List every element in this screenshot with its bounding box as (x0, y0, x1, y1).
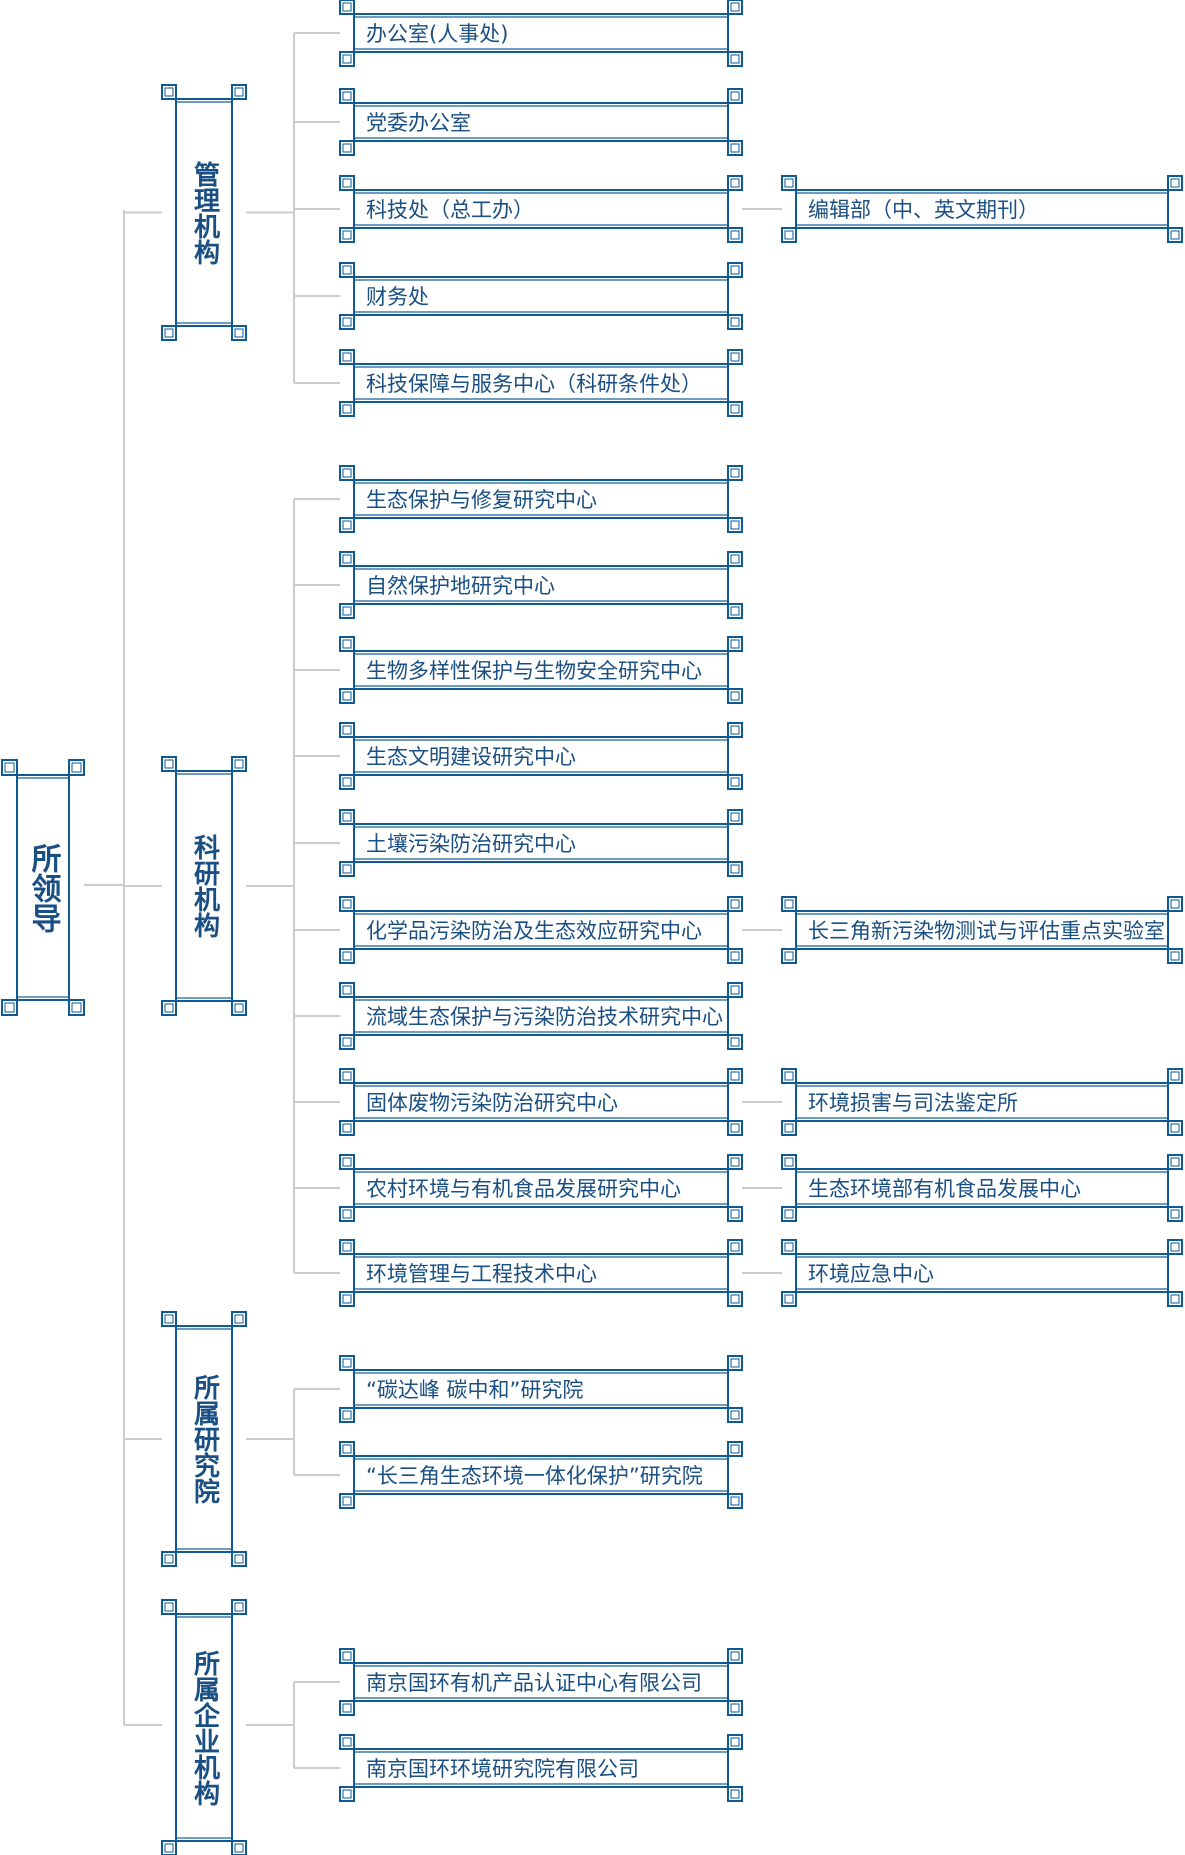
unit-1-5: 化学品污染防治及生态效应研究中心 (339, 896, 743, 964)
unit-1-4-label: 土壤污染防治研究中心 (366, 832, 576, 856)
subunit-1-9-frame (781, 1239, 1183, 1307)
unit-1-3-frame (339, 722, 743, 790)
unit-1-1: 自然保护地研究中心 (339, 551, 743, 619)
unit-1-1-frame (339, 551, 743, 619)
unit-1-1-label: 自然保护地研究中心 (366, 574, 555, 598)
unit-1-0: 生态保护与修复研究中心 (339, 465, 743, 533)
subunit-1-7-label: 环境损害与司法鉴定所 (808, 1091, 1018, 1115)
unit-1-6-frame (339, 982, 743, 1050)
unit-0-2: 科技处（总工办） (339, 175, 743, 243)
category-2-frame (161, 1311, 247, 1567)
category-1-frame (161, 756, 247, 1016)
unit-1-8: 农村环境与有机食品发展研究中心 (339, 1154, 743, 1222)
unit-1-6: 流域生态保护与污染防治技术研究中心 (339, 982, 743, 1050)
unit-3-1-frame (339, 1734, 743, 1802)
unit-0-3-frame (339, 262, 743, 330)
unit-1-8-frame (339, 1154, 743, 1222)
unit-1-6-label: 流域生态保护与污染防治技术研究中心 (366, 1005, 723, 1029)
subunit-1-5-frame (781, 896, 1183, 964)
unit-1-5-label: 化学品污染防治及生态效应研究中心 (366, 919, 702, 943)
subunit-0-2: 编辑部（中、英文期刊） (781, 175, 1183, 243)
unit-1-2: 生物多样性保护与生物安全研究中心 (339, 636, 743, 704)
root-node: 所领导 (1, 759, 85, 1016)
unit-0-4: 科技保障与服务中心（科研条件处） (339, 349, 743, 417)
category-0-label: 管理机构 (189, 160, 220, 265)
subunit-1-5: 长三角新污染物测试与评估重点实验室 (781, 896, 1183, 964)
category-2: 所属研究院 (161, 1311, 247, 1567)
root-node-label: 所领导 (25, 842, 61, 933)
subunit-1-8-frame (781, 1154, 1183, 1222)
unit-0-2-frame (339, 175, 743, 243)
category-1-label: 科研机构 (189, 834, 220, 938)
unit-0-0-label: 办公室(人事处) (366, 22, 509, 46)
unit-1-4-frame (339, 809, 743, 877)
unit-1-9: 环境管理与工程技术中心 (339, 1239, 743, 1307)
unit-1-5-frame (339, 896, 743, 964)
unit-1-2-frame (339, 636, 743, 704)
unit-0-4-frame (339, 349, 743, 417)
category-0: 管理机构 (161, 84, 247, 341)
unit-0-4-label: 科技保障与服务中心（科研条件处） (366, 372, 702, 396)
unit-2-0-frame (339, 1355, 743, 1423)
category-2-label: 所属研究院 (189, 1374, 220, 1504)
category-3: 所属企业机构 (161, 1599, 247, 1855)
subunit-1-8-label: 生态环境部有机食品发展中心 (808, 1177, 1081, 1201)
unit-1-7-label: 固体废物污染防治研究中心 (366, 1091, 618, 1115)
unit-1-8-label: 农村环境与有机食品发展研究中心 (366, 1177, 681, 1201)
unit-1-3-label: 生态文明建设研究中心 (366, 745, 576, 769)
unit-0-0: 办公室(人事处) (339, 0, 743, 67)
category-1: 科研机构 (161, 756, 247, 1016)
unit-2-1-frame (339, 1441, 743, 1509)
unit-0-2-label: 科技处（总工办） (366, 198, 534, 222)
unit-1-0-label: 生态保护与修复研究中心 (366, 488, 597, 512)
subunit-1-8: 生态环境部有机食品发展中心 (781, 1154, 1183, 1222)
unit-1-4: 土壤污染防治研究中心 (339, 809, 743, 877)
unit-0-3: 财务处 (339, 262, 743, 330)
subunit-0-2-label: 编辑部（中、英文期刊） (808, 198, 1039, 222)
unit-2-1: “长三角生态环境一体化保护”研究院 (339, 1441, 743, 1509)
unit-1-2-label: 生物多样性保护与生物安全研究中心 (366, 659, 702, 683)
unit-1-9-frame (339, 1239, 743, 1307)
unit-2-0-label: “碳达峰 碳中和”研究院 (366, 1378, 584, 1402)
unit-3-1: 南京国环环境研究院有限公司 (339, 1734, 743, 1802)
subunit-1-7-frame (781, 1068, 1183, 1136)
unit-0-1: 党委办公室 (339, 88, 743, 156)
category-3-frame (161, 1599, 247, 1855)
subunit-1-5-label: 长三角新污染物测试与评估重点实验室 (808, 919, 1165, 943)
unit-0-0-frame (339, 0, 743, 67)
unit-0-1-label: 党委办公室 (366, 111, 471, 135)
unit-2-1-label: “长三角生态环境一体化保护”研究院 (366, 1464, 703, 1488)
unit-3-1-label: 南京国环环境研究院有限公司 (366, 1757, 639, 1781)
subunit-1-7: 环境损害与司法鉴定所 (781, 1068, 1183, 1136)
category-3-label: 所属企业机构 (189, 1649, 220, 1806)
unit-1-7-frame (339, 1068, 743, 1136)
category-0-frame (161, 84, 247, 341)
unit-1-0-frame (339, 465, 743, 533)
unit-0-1-frame (339, 88, 743, 156)
unit-1-3: 生态文明建设研究中心 (339, 722, 743, 790)
unit-1-9-label: 环境管理与工程技术中心 (366, 1262, 597, 1286)
unit-3-0: 南京国环有机产品认证中心有限公司 (339, 1648, 743, 1716)
unit-0-3-label: 财务处 (366, 285, 429, 309)
subunit-0-2-frame (781, 175, 1183, 243)
unit-3-0-label: 南京国环有机产品认证中心有限公司 (366, 1671, 702, 1695)
subunit-1-9-label: 环境应急中心 (808, 1262, 934, 1286)
unit-1-7: 固体废物污染防治研究中心 (339, 1068, 743, 1136)
unit-2-0: “碳达峰 碳中和”研究院 (339, 1355, 743, 1423)
subunit-1-9: 环境应急中心 (781, 1239, 1183, 1307)
root-node-frame (1, 759, 85, 1016)
unit-3-0-frame (339, 1648, 743, 1716)
